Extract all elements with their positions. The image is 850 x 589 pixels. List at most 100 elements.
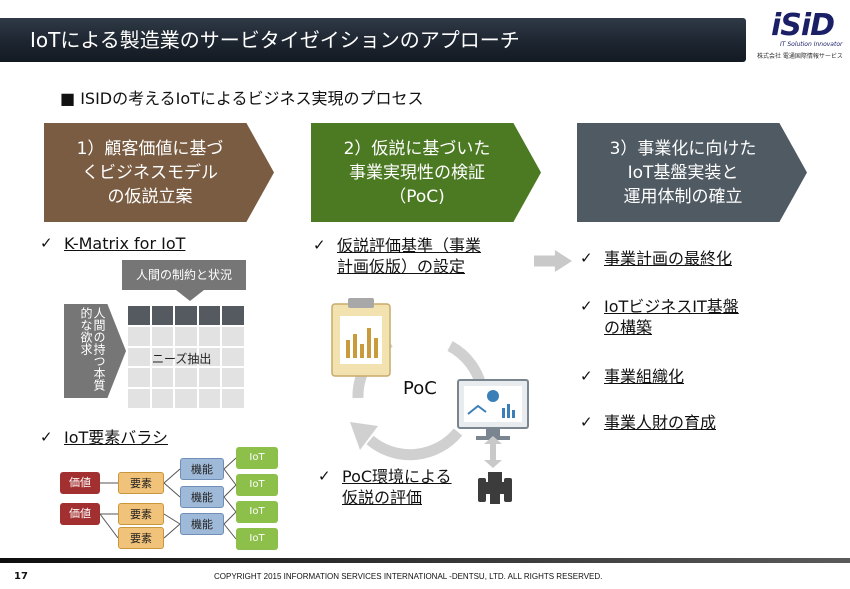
iot-box: IoT (236, 447, 278, 469)
function-box: 機能 (180, 458, 224, 480)
iot-element-tree: 価値 価値 要素 要素 要素 機能 機能 機能 IoT IoT IoT IoT (60, 446, 280, 554)
tree-title: IoT要素バラシ (64, 428, 168, 447)
right-arrow-icon (534, 250, 572, 272)
grid-cell (222, 389, 244, 408)
iot-box: IoT (236, 501, 278, 523)
poc-env-line-1: PoC環境による (342, 467, 452, 486)
step-3-line-3: 運用体制の確立 (623, 186, 743, 207)
grid-cell (151, 389, 174, 408)
check-icon: ✓ (318, 467, 331, 485)
grid-cell (128, 368, 150, 388)
kmatrix-diagram: 人間の制約と状況 人間の持つ本質的な欲求 (64, 260, 254, 410)
check-icon: ✓ (40, 234, 53, 252)
iot-box: IoT (236, 474, 278, 496)
step-2-line-3: （PoC) (389, 186, 445, 207)
monitor-chart-icon (457, 379, 529, 440)
function-box: 機能 (180, 486, 224, 508)
element-box: 要素 (118, 527, 164, 549)
value-box: 価値 (60, 472, 100, 494)
copyright-text: COPYRIGHT 2015 INFORMATION SERVICES INTE… (214, 572, 603, 581)
criteria-line-2: 計画仮版）の設定 (337, 257, 466, 276)
grid-cell (151, 326, 174, 346)
element-box: 要素 (118, 503, 164, 525)
kmatrix-left-label: 人間の持つ本質的な欲求 (79, 307, 106, 391)
step-2-line-2: 事業実現性の検証 (348, 162, 485, 183)
down-arrow-icon (176, 290, 204, 301)
clipboard-icon (331, 298, 391, 377)
title-bar: IoTによる製造業のサービタイゼイションのアプローチ (0, 18, 746, 62)
value-box: 価値 (60, 503, 100, 525)
grid-cell (128, 306, 150, 325)
platform-text: IoTビジネスIT基盤 の構築 (604, 296, 739, 338)
grid-cell (222, 306, 244, 325)
slide-header: IoTによる製造業のサービタイゼイションのアプローチ iSiD IT Solut… (0, 0, 850, 68)
talent-text: 事業人財の育成 (604, 413, 717, 432)
grid-cell (151, 347, 174, 367)
grid-cell (222, 368, 244, 388)
grid-cell (198, 347, 221, 367)
organization-text: 事業組織化 (604, 367, 685, 386)
kmatrix-grid (128, 306, 244, 408)
tree-connectors (99, 457, 237, 540)
slide-title: IoTによる製造業のサービタイゼイションのアプローチ (30, 28, 520, 52)
element-box: 要素 (118, 472, 164, 494)
kmatrix-left-arrow: 人間の持つ本質的な欲求 (64, 304, 126, 398)
company-logo: iSiD IT Solution Innovator 株式会社 電通国際情報サー… (757, 8, 845, 62)
platform-line-2: の構築 (604, 318, 653, 337)
function-box: 機能 (180, 513, 224, 535)
step-1-line-1: 1）顧客価値に基づ (76, 138, 224, 159)
grid-cell (151, 368, 174, 388)
grid-cell (175, 347, 197, 367)
grid-cell (128, 389, 150, 408)
step-2-line-1: 2）仮説に基づいた (343, 138, 491, 159)
final-plan-text: 事業計画の最終化 (604, 249, 733, 268)
grid-cell (198, 389, 221, 408)
logo-company-name: 株式会社 電通国際情報サービス (757, 53, 843, 60)
check-icon: ✓ (580, 249, 593, 267)
page-number: 17 (14, 571, 28, 582)
grid-cell (198, 326, 221, 346)
logo-mark: iSiD (771, 8, 835, 43)
grid-cell (198, 306, 221, 325)
step-1-line-3: の仮説立案 (107, 186, 193, 207)
step-3-line-1: 3）事業化に向けた (609, 138, 757, 159)
step-3-arrow: 3）事業化に向けた IoT基盤実装と 運用体制の確立 (577, 123, 807, 222)
grid-cell (175, 326, 197, 346)
criteria-text: 仮説評価基準（事業 計画仮版）の設定 (337, 235, 481, 277)
poc-cycle-diagram (310, 292, 550, 512)
check-icon: ✓ (580, 297, 593, 315)
grid-cell (128, 326, 150, 346)
logo-tagline: IT Solution Innovator (780, 41, 843, 48)
section-subheading: ■ ISIDの考えるIoTによるビジネス実現のプロセス (60, 89, 424, 108)
check-icon: ✓ (580, 367, 593, 385)
check-icon: ✓ (40, 428, 53, 446)
grid-cell (175, 306, 197, 325)
slide-footer: 17 COPYRIGHT 2015 INFORMATION SERVICES I… (0, 558, 850, 589)
tractor-icon (478, 472, 512, 504)
poc-env-text: PoC環境による 仮説の評価 (342, 466, 452, 508)
grid-cell (151, 306, 174, 325)
step-3-line-2: IoT基盤実装と (627, 162, 739, 183)
grid-cell (198, 368, 221, 388)
cycle-arrows-icon (331, 298, 529, 504)
platform-line-1: IoTビジネスIT基盤 (604, 297, 739, 316)
kmatrix-title: K-Matrix for IoT (64, 234, 186, 253)
footer-divider (0, 558, 850, 563)
grid-cell (222, 326, 244, 346)
check-icon: ✓ (580, 413, 593, 431)
grid-cell (175, 368, 197, 388)
step-1-arrow: 1）顧客価値に基づ くビジネスモデル の仮説立案 (44, 123, 274, 222)
grid-cell (175, 389, 197, 408)
criteria-line-1: 仮説評価基準（事業 (337, 236, 482, 255)
step-2-arrow: 2）仮説に基づいた 事業実現性の検証 （PoC) (311, 123, 541, 222)
iot-box: IoT (236, 528, 278, 550)
check-icon: ✓ (313, 236, 326, 254)
grid-cell (128, 347, 150, 367)
step-1-line-2: くビジネスモデル (81, 162, 218, 183)
grid-cell (222, 347, 244, 367)
poc-label: PoC (403, 378, 437, 399)
kmatrix-grid-label: ニーズ抽出 (152, 352, 212, 366)
kmatrix-top-label: 人間の制約と状況 (122, 260, 246, 290)
poc-env-line-2: 仮説の評価 (342, 488, 423, 507)
